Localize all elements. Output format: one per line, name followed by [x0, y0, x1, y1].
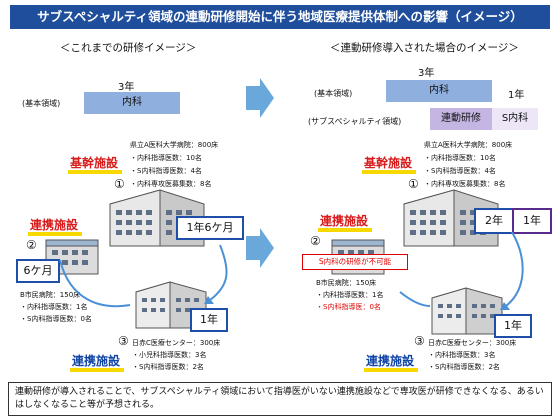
right-renkei2-title: 連携施設 [366, 354, 415, 368]
middle-arrow-top-icon [246, 78, 274, 118]
left-kikan-period: 1年6ケ月 [176, 216, 244, 240]
info-line: ・内科指導医数：1名 [316, 291, 384, 299]
left-basic-label: (基本領域) [22, 99, 61, 108]
info-line: ・内科指導医数：10名 [424, 154, 496, 162]
info-line: ・内科指導医数：1名 [20, 303, 88, 311]
right-renkei2-underline [364, 368, 418, 372]
info-line-red: ・S内科指導医：0名 [316, 303, 381, 311]
right-renkei1-info: B市民病院：150床 ・内科指導医数：1名 ・S内科指導医：0名 [316, 278, 383, 312]
info-line: 県立A医科大学病院：800床 [424, 141, 513, 149]
info-line: ・S内科指導医数：2名 [428, 363, 500, 371]
right-kikan-num: ① [408, 177, 419, 191]
left-renkei2-info: 日赤C医療センター：300床 ・小児科指導医数：3名 ・S内科指導医数：2名 [132, 338, 220, 372]
info-line: ・S内科指導医数：4名 [130, 167, 202, 175]
info-line: ・S内科指導医数：0名 [20, 315, 92, 323]
info-line: 県立A医科大学病院：800床 [130, 141, 219, 149]
info-line: ・内科専攻医募集数：8名 [424, 180, 506, 188]
left-renkei2-period: 1年 [190, 308, 228, 332]
right-basic-bar: 内科 [386, 80, 492, 102]
info-line: ・内科指導医数：3名 [428, 351, 496, 359]
info-line: B市民病院：150床 [20, 291, 81, 299]
right-renkei2-info: 日赤C医療センター：300床 ・内科指導医数：3名 ・S内科指導医数：2名 [428, 338, 516, 372]
right-heading: ＜連動研修導入された場合のイメージ＞ [330, 42, 519, 54]
right-kikan-title: 基幹施設 [364, 156, 413, 170]
left-renkei2-building-icon [135, 281, 207, 329]
left-basic-bar: 内科 [84, 92, 180, 114]
right-sub-bar-a: 連動研修 [430, 108, 492, 130]
left-renkei1-info: B市民病院：150床 ・内科指導医数：1名 ・S内科指導医数：0名 [20, 290, 92, 324]
right-sub-bar-b: S内科 [492, 108, 538, 130]
right-years-label: 3年 [418, 68, 435, 79]
info-line: 日赤C医療センター：300床 [132, 339, 221, 347]
right-sub-label: (サブスペシャルティ領域) [308, 117, 402, 126]
right-renkei2-num: ③ [414, 334, 425, 348]
right-renkei2-building-icon [431, 287, 503, 335]
info-line: ・内科専攻医募集数：8名 [130, 180, 212, 188]
left-years-label: 3年 [118, 82, 135, 93]
left-renkei1-period: 6ケ月 [16, 259, 60, 283]
right-renkei2-period: 1年 [494, 314, 532, 338]
left-renkei2-title: 連携施設 [72, 354, 121, 368]
bottom-note: 連動研修が導入されることで、サブスペシャルティ領域において指導医がいない連携施設… [8, 382, 552, 416]
left-renkei1-num: ② [26, 238, 37, 252]
left-kikan-num: ① [114, 177, 125, 191]
info-line: ・S内科指導医数：2名 [132, 363, 204, 371]
right-renkei1-title: 連携施設 [320, 214, 369, 228]
right-basic-extra: 1年 [508, 90, 525, 101]
left-kikan-underline [68, 170, 122, 174]
right-basic-label: (基本領域) [314, 89, 353, 98]
left-heading: ＜これまでの研修イメージ＞ [60, 42, 197, 54]
left-renkei2-underline [70, 368, 124, 372]
page-title: サブスペシャルティ領域の連動研修開始に伴う地域医療提供体制への影響（イメージ） [10, 5, 550, 29]
info-line: ・内科指導医数：10名 [130, 154, 202, 162]
left-kikan-info: 県立A医科大学病院：800床 ・内科指導医数：10名 ・S内科指導医数：4名 ・… [130, 140, 218, 189]
right-kikan-period-a: 2年 [474, 208, 514, 234]
info-line: B市民病院：150床 [316, 279, 377, 287]
info-line: ・S内科指導医数：4名 [424, 167, 496, 175]
info-line: 日赤C医療センター：300床 [428, 339, 517, 347]
right-kikan-period-b: 1年 [512, 208, 552, 234]
right-kikan-info: 県立A医科大学病院：800床 ・内科指導医数：10名 ・S内科指導医数：4名 ・… [424, 140, 512, 189]
left-renkei1-title: 連携施設 [30, 218, 79, 232]
right-kikan-underline [362, 170, 416, 174]
middle-arrow-bottom-icon [246, 228, 274, 268]
left-renkei1-underline [28, 232, 82, 236]
right-not-possible-badge: S内科の研修が不可能 [302, 254, 408, 270]
info-line: ・小児科指導医数：3名 [132, 351, 207, 359]
left-renkei2-num: ③ [118, 334, 129, 348]
right-renkei1-num: ② [310, 234, 321, 248]
right-renkei1-underline [318, 228, 372, 232]
left-kikan-title: 基幹施設 [70, 156, 119, 170]
